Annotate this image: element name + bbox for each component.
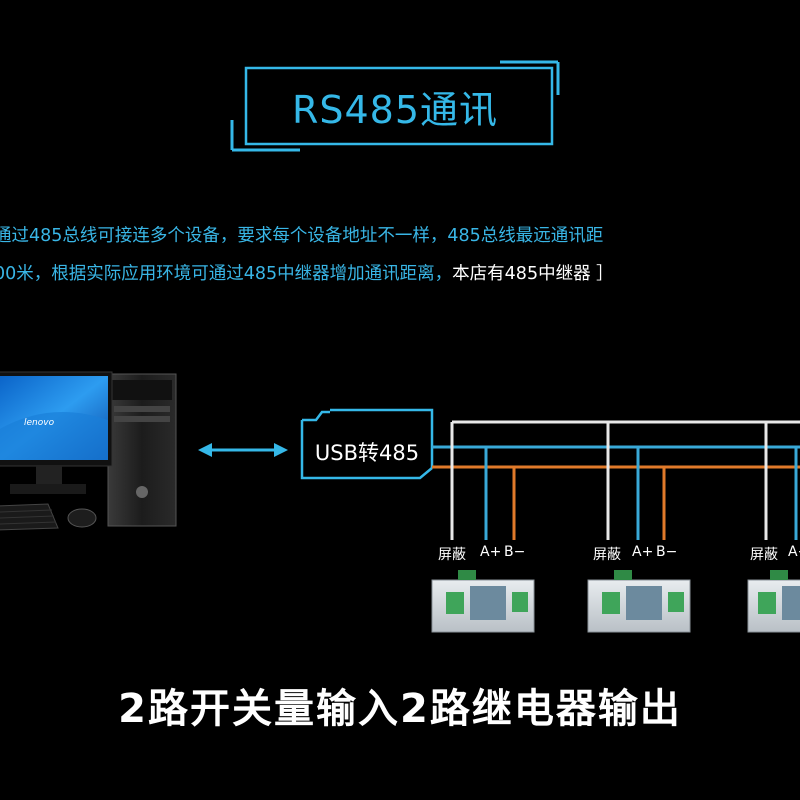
page-title: RS485通讯: [291, 87, 499, 132]
terminal-label-a-plus: A+: [788, 544, 800, 560]
description-line-1: 通过485总线可接连多个设备，要求每个设备地址不一样，485总线最远通讯距: [0, 226, 604, 246]
pc-monitor: lenovo: [0, 371, 113, 494]
terminal-label-b-minus: B−: [504, 544, 526, 560]
description-line-2-white: 本店有485中继器 ］: [452, 264, 614, 284]
terminal-label-shield: 屏蔽: [593, 547, 621, 563]
terminal-label-a-plus: A+: [632, 544, 654, 560]
bidirectional-arrow: [198, 443, 288, 457]
mouse: [67, 508, 97, 528]
description-line-2-blue: 00米，根据实际应用环境可通过485中继器增加通讯距离，: [0, 264, 453, 284]
relay-module-2: [587, 570, 691, 633]
title-frame: [230, 60, 560, 152]
svg-text:lenovo: lenovo: [24, 418, 55, 428]
terminal-label-shield: 屏蔽: [438, 547, 466, 563]
bus-lines: [432, 420, 800, 540]
relay-module-3: [747, 570, 800, 633]
description-line-2: 00米，根据实际应用环境可通过485中继器增加通讯距离，本店有485中继器 ］: [0, 260, 614, 285]
keyboard: [0, 503, 59, 531]
pc-tower: [107, 373, 177, 527]
usb-converter-frame: [300, 408, 434, 480]
terminal-label-shield: 屏蔽: [750, 547, 778, 563]
usb-converter-label: USB转485: [314, 441, 420, 465]
bottom-caption: 2路开关量输入2路继电器输出: [118, 686, 682, 732]
relay-module-1: [431, 570, 535, 633]
terminal-label-b-minus: B−: [656, 544, 678, 560]
terminal-label-a-plus: A+: [480, 544, 502, 560]
